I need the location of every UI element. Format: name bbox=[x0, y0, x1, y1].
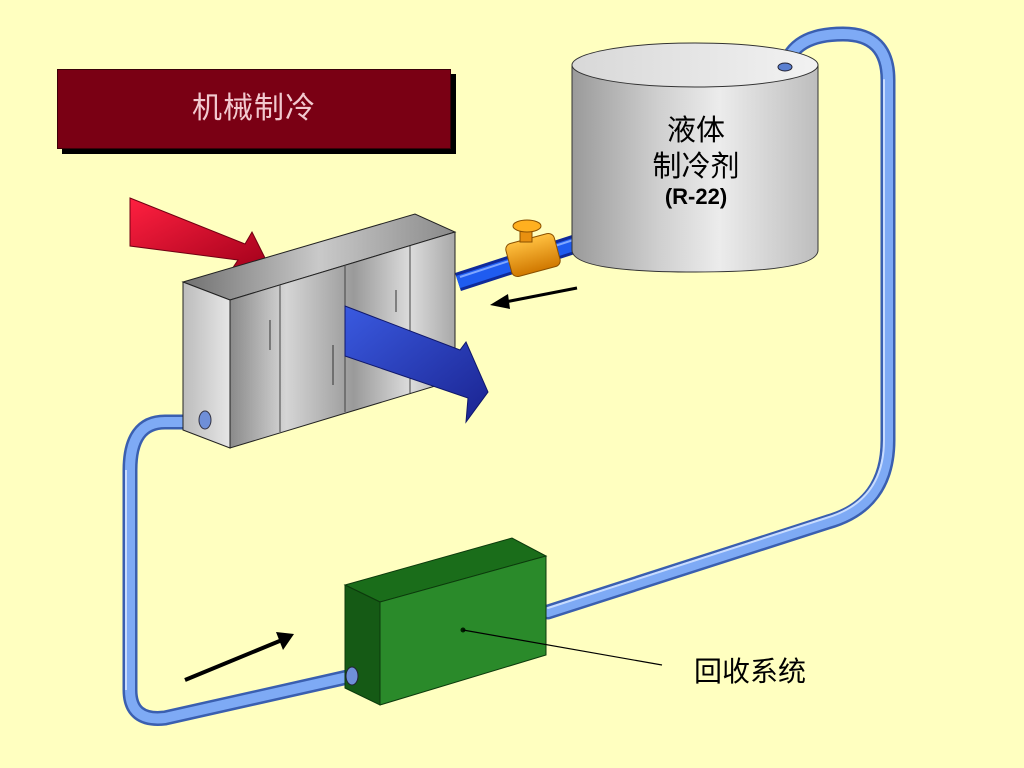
page-title: 机械制冷 bbox=[192, 91, 316, 126]
recovery-leader-line bbox=[462, 629, 663, 666]
title-banner: 机械制冷 bbox=[57, 69, 451, 149]
expansion-valve bbox=[505, 219, 561, 278]
refrigerant-tank bbox=[571, 42, 819, 273]
flow-arrow-return bbox=[184, 632, 294, 682]
exhaust-pipe bbox=[122, 414, 360, 726]
cold-air-arrow bbox=[344, 305, 489, 424]
flow-arrow-liquid bbox=[490, 286, 578, 309]
tank-label-line2: 制冷剂 bbox=[652, 149, 740, 183]
recovery-unit bbox=[343, 537, 548, 706]
heat-exchanger bbox=[181, 213, 457, 449]
recovery-system-label: 回收系统 bbox=[694, 655, 807, 688]
hot-air-arrow bbox=[129, 197, 271, 273]
tank-label: 液体 制冷剂 (R-22) bbox=[600, 112, 792, 210]
return-pipe bbox=[540, 26, 896, 620]
tank-label-line1: 液体 bbox=[666, 113, 725, 147]
tank-label-line3: (R-22) bbox=[664, 184, 728, 209]
